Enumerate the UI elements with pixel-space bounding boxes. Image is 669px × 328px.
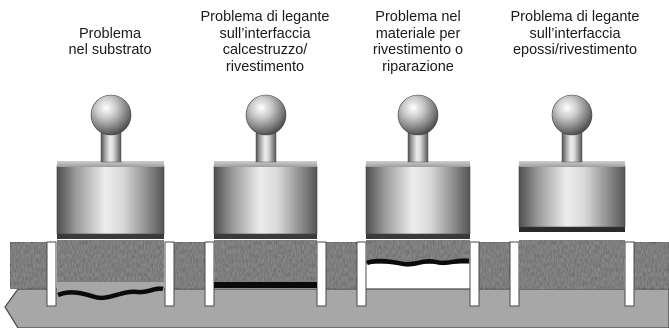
interface-line [214,282,317,288]
dolly-ball-knob [90,94,132,136]
glue-line [366,234,470,239]
caption-line: rivestimento o [372,42,464,58]
dolly-stem [255,131,277,163]
caption-line: Problema di legante [200,9,330,25]
caption-line: nel substrato [68,42,152,58]
glue-line [57,234,164,239]
dolly-cap [366,161,470,167]
dolly-ball-knob [397,94,439,136]
caption-line: materiale per [375,25,461,42]
dolly-body [518,165,626,228]
test-unit-substrate [56,94,165,306]
remaining-coating [519,240,625,289]
dolly-ball-knob [551,94,593,136]
caption-line: Problema [78,25,142,42]
dolly-stem [407,131,429,163]
caption-line: sull’interfaccia [219,25,311,42]
dolly-body [365,165,471,235]
test-unit-interface-epoxy [518,94,626,289]
test-unit-coating-material [365,94,471,267]
caption-substrate-failure: Problema nel substrato [35,9,185,59]
caption-line: rivestimento [225,58,305,75]
caption-line: sull’interfaccia [529,25,621,42]
glue-line [519,227,625,232]
dolly-stem [100,131,122,163]
caption-interface-concrete-failure: Problema di legante sull’interfaccia cal… [180,9,350,75]
dolly-body [56,165,165,235]
caption-line: riparazione [382,58,454,75]
caption-interface-epoxy-failure: Problema di legante sull’interfaccia epo… [490,9,660,59]
dolly-cap [57,161,164,167]
score-cuts [46,241,635,307]
dolly-cap [519,161,625,167]
caption-line: Problema nel [375,9,461,25]
caption-line: epossi/rivestimento [512,42,638,58]
dolly-ball-knob [245,94,287,136]
dolly-stem [561,131,583,163]
crack-line [366,258,470,267]
glue-line [214,234,317,239]
caption-line: Problema di legante [510,9,640,25]
dolly-cap [214,161,317,167]
caption-coating-material-failure: Problema nel materiale per rivestimento … [343,9,493,75]
detached-coating [214,240,317,283]
caption-line: calcestruzzo/ [222,42,308,58]
crack-line [57,286,164,301]
detached-coating [57,240,164,282]
caption-line [35,9,185,26]
test-unit-interface-concrete [213,94,318,288]
dolly-body [213,165,318,235]
